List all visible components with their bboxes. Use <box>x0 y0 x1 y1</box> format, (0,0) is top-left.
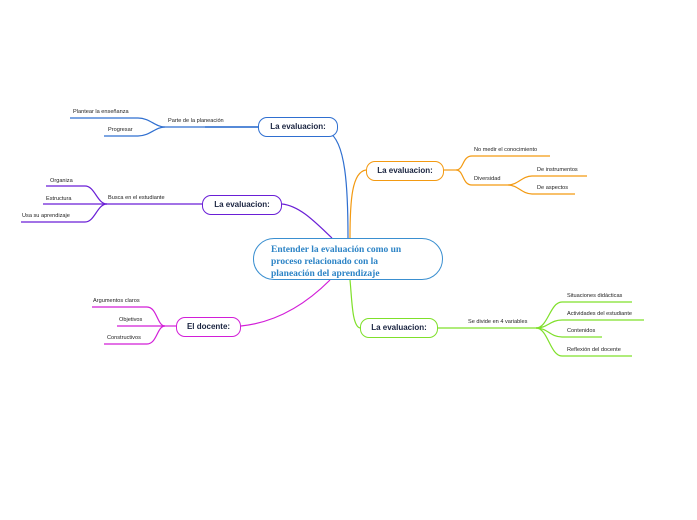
leaf-plantear-la-ensenanza[interactable]: Plantear la enseñanza <box>73 109 129 115</box>
branch-connectors-magenta <box>92 279 331 345</box>
subtopic-diversidad[interactable]: Diversidad <box>474 176 501 182</box>
leaf-contenidos[interactable]: Contenidos <box>567 328 596 334</box>
leaf-usa-su-aprendizaje[interactable]: Usa su aprendizaje <box>22 213 70 219</box>
leaf-de-aspectos[interactable]: De aspectos <box>537 185 569 191</box>
subtopic-se-divide-en-4-variables[interactable]: Se divide en 4 variables <box>468 319 528 325</box>
topic-evaluacion-purple[interactable]: La evaluacion: <box>202 195 282 215</box>
leaf-estructura[interactable]: Estructura <box>46 196 72 202</box>
topic-evaluacion-blue[interactable]: La evaluacion: <box>258 117 338 137</box>
central-topic-line-1: Entender la evaluación como un <box>271 245 402 255</box>
central-topic[interactable]: Entender la evaluación como un proceso r… <box>253 238 443 280</box>
topic-evaluacion-orange[interactable]: La evaluacion: <box>366 161 444 181</box>
subtopic-busca-en-el-estudiante[interactable]: Busca en el estudiante <box>108 195 165 201</box>
topic-el-docente[interactable]: El docente: <box>176 317 241 337</box>
branch-connectors-blue <box>70 117 349 239</box>
branch-connectors-orange <box>349 155 587 239</box>
leaf-de-instrumentos[interactable]: De instrumentos <box>537 167 578 173</box>
central-topic-line-3: planeación del aprendizaje <box>271 269 380 279</box>
leaf-argumentos-claros[interactable]: Argumentos claros <box>93 298 140 304</box>
branch-connectors-purple <box>21 185 333 239</box>
leaf-organiza[interactable]: Organiza <box>50 178 73 184</box>
leaf-objetivos[interactable]: Objetivos <box>119 317 143 323</box>
subtopic-parte-de-la-planeacion[interactable]: Parte de la planeación <box>168 118 224 124</box>
central-topic-line-2: proceso relacionado con la <box>271 257 379 267</box>
topic-evaluacion-green[interactable]: La evaluacion: <box>360 318 438 338</box>
leaf-progresar[interactable]: Progresar <box>108 127 133 133</box>
leaf-actividades-del-estudiante[interactable]: Actividades del estudiante <box>567 311 632 317</box>
subtopic-no-medir-el-conocimiento[interactable]: No medir el conocimiento <box>474 147 538 153</box>
leaf-constructivos[interactable]: Constructivos <box>107 335 141 341</box>
leaf-situaciones-didacticas[interactable]: Situaciones didácticas <box>567 293 623 299</box>
leaf-reflexion-del-docente[interactable]: Reflexión del docente <box>567 347 621 353</box>
branch-connectors-green <box>349 279 644 357</box>
